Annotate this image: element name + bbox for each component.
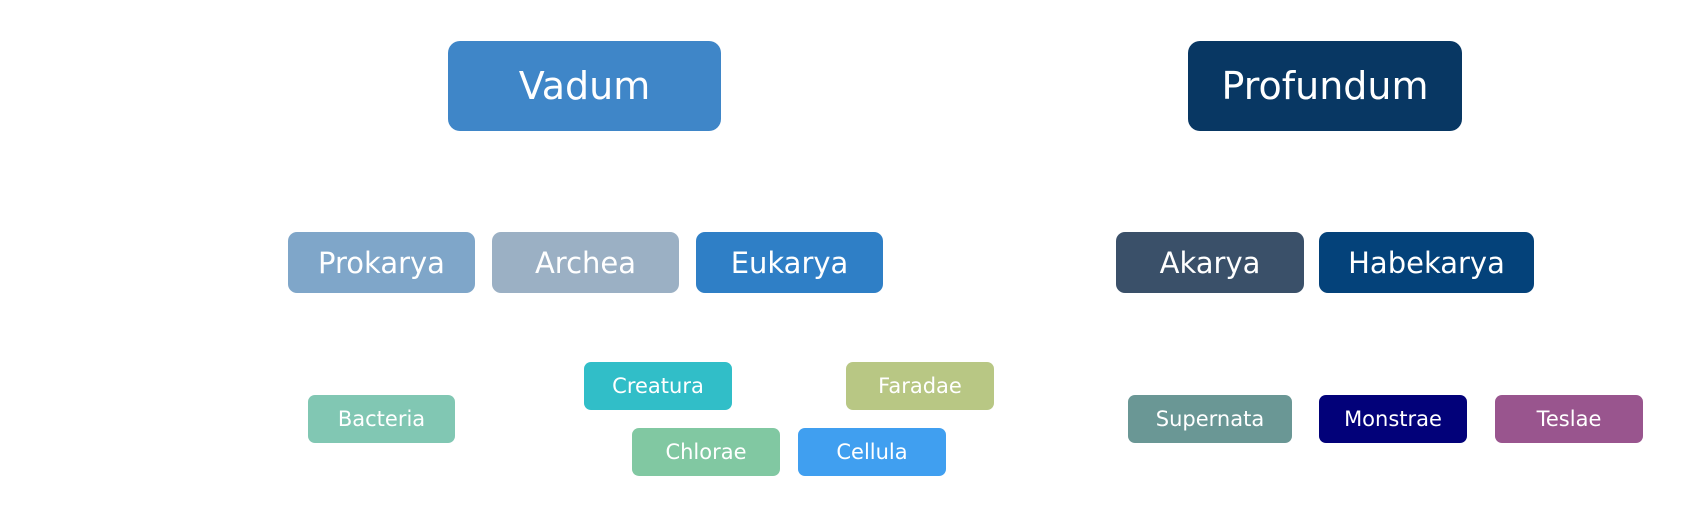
node-supernata: Supernata (1128, 395, 1292, 443)
node-habekarya: Habekarya (1319, 232, 1534, 293)
node-eukarya: Eukarya (696, 232, 883, 293)
node-monstrae: Monstrae (1319, 395, 1467, 443)
node-faradae: Faradae (846, 362, 994, 410)
node-vadum: Vadum (448, 41, 721, 131)
node-teslae: Teslae (1495, 395, 1643, 443)
node-cellula: Cellula (798, 428, 946, 476)
node-akarya: Akarya (1116, 232, 1304, 293)
node-prokarya: Prokarya (288, 232, 475, 293)
node-chlorae: Chlorae (632, 428, 780, 476)
node-bacteria: Bacteria (308, 395, 455, 443)
node-archea: Archea (492, 232, 679, 293)
node-creatura: Creatura (584, 362, 732, 410)
node-profundum: Profundum (1188, 41, 1462, 131)
